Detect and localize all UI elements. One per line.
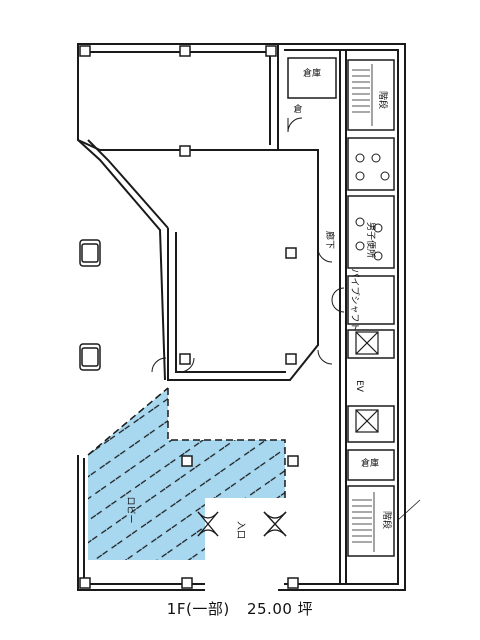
label-entrance: 入口 — [235, 521, 246, 539]
label-stairs-top: 階段 — [377, 91, 389, 109]
stairs-bottom — [352, 492, 421, 552]
floor-plan: 倉庫 倉 階段 廊下 男子便所 パイプシャフト EV 倉庫 階段 入口 ロビー — [77, 43, 421, 591]
elevators — [355, 331, 379, 433]
leased-area-outline — [87, 387, 286, 498]
label-pipe-shaft: パイプシャフト — [349, 268, 360, 331]
leased-area-hatch — [88, 388, 285, 560]
label-mens-wc: 男子便所 — [365, 222, 377, 258]
label-ev-hall: EV — [354, 380, 364, 393]
floor-caption: 1F(一部) 25.00 坪 — [0, 598, 480, 619]
label-corridor: 廊下 — [324, 231, 336, 249]
floor-label: 1F(一部) — [166, 600, 230, 618]
toilet-fixtures — [355, 153, 390, 261]
label-storage-lower: 倉庫 — [361, 457, 379, 469]
stairs-top — [352, 64, 373, 126]
columns — [79, 45, 299, 589]
label-leased-area: ロビー — [125, 496, 136, 523]
label-storage-small: 倉 — [293, 103, 302, 115]
building-outline — [77, 43, 406, 591]
doors — [151, 117, 345, 373]
service-core — [287, 57, 395, 557]
area-label: 25.00 坪 — [246, 600, 314, 618]
label-stairs-bottom: 階段 — [381, 511, 393, 529]
label-storage: 倉庫 — [303, 67, 321, 79]
entrance-doors — [197, 511, 287, 537]
